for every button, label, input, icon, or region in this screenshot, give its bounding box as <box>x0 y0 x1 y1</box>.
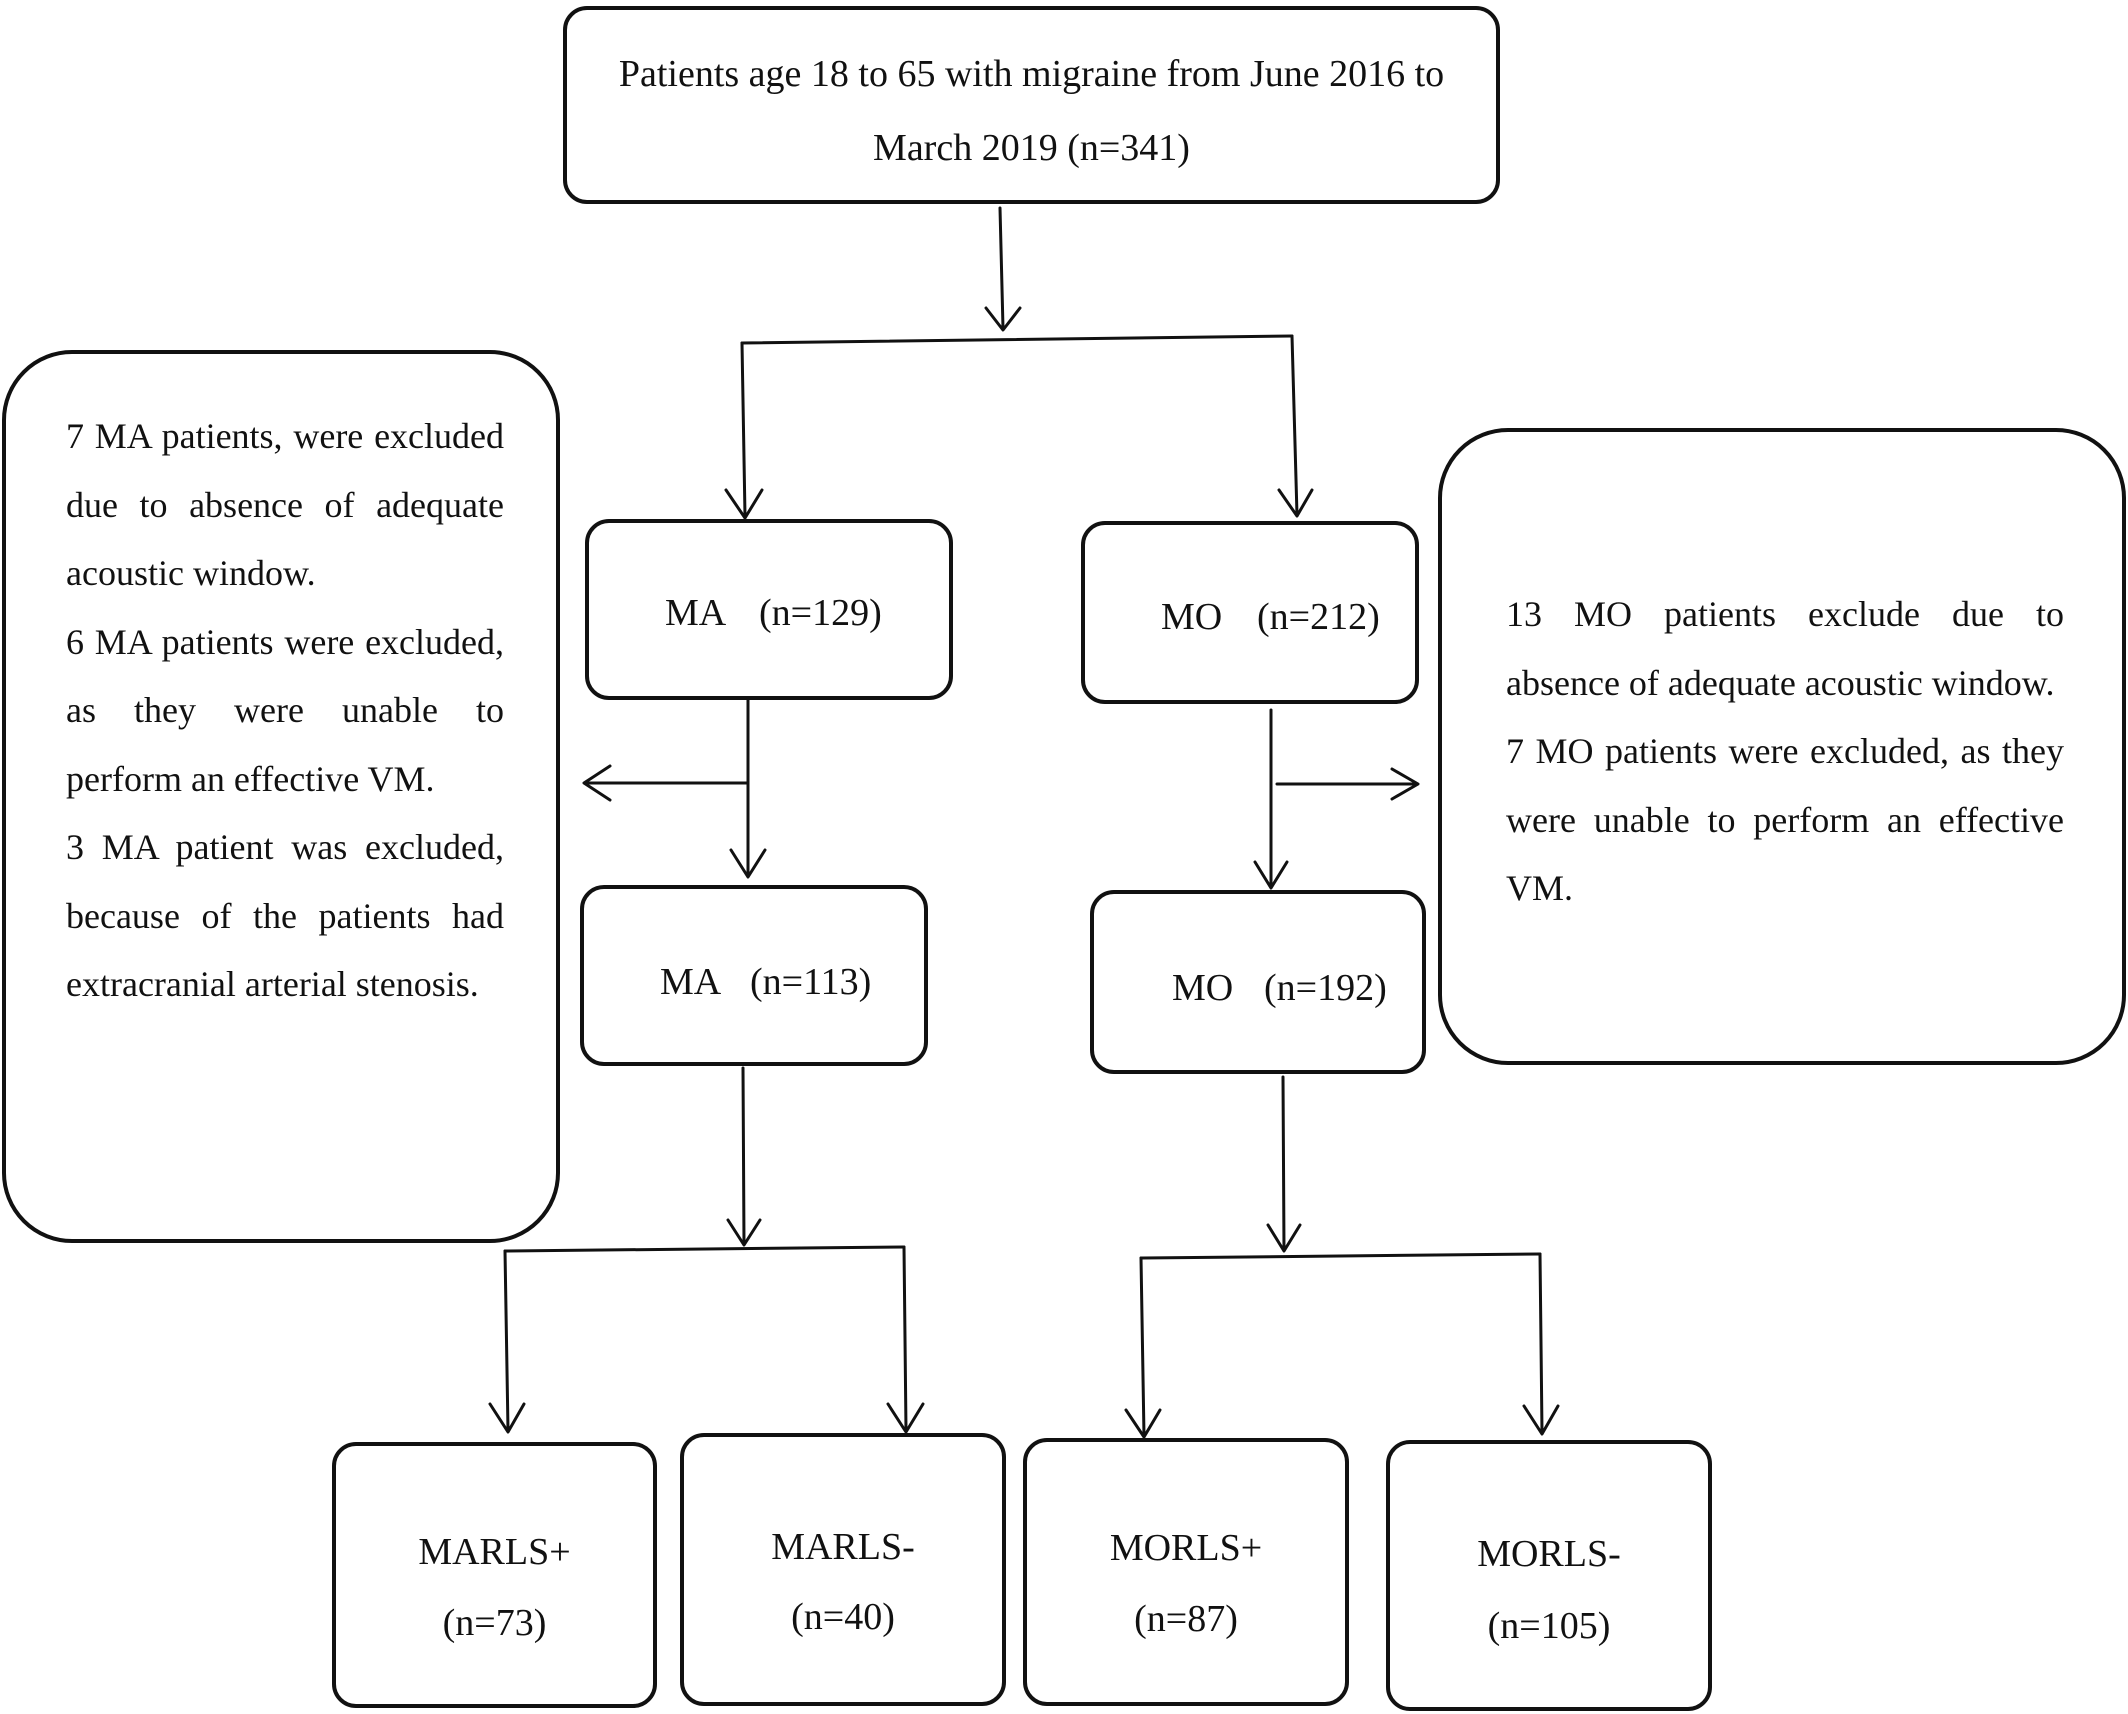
mo-final-count: (n=192) <box>1264 967 1387 1009</box>
arrow-to-ma <box>724 341 764 520</box>
outcome-box-morls-minus: MORLS- (n=105) <box>1386 1440 1712 1711</box>
split-line-mo <box>1139 1252 1542 1260</box>
mo-initial-box: MO (n=212) <box>1081 521 1419 704</box>
ma-exclusion-item: 3 MA patient was excluded, because of th… <box>66 827 504 1004</box>
mo-final-name: MO <box>1172 967 1234 1009</box>
outcome-count: (n=73) <box>442 1602 547 1644</box>
mo-initial-count: (n=212) <box>1257 596 1380 638</box>
outcome-name: MARLS- <box>771 1526 915 1568</box>
arrow-to-marls-minus <box>886 1245 925 1434</box>
arrow-to-marls-plus <box>488 1249 526 1434</box>
outcome-count: (n=87) <box>1134 1598 1238 1640</box>
arrow-to-mo <box>1277 334 1314 518</box>
arrow-mo-exclusion <box>1275 767 1420 801</box>
enrollment-box: Patients age 18 to 65 with migraine from… <box>563 6 1500 204</box>
arrow-mo1-to-mo2 <box>1253 708 1289 890</box>
arrow-ma1-to-ma2 <box>729 698 767 879</box>
outcome-name: MARLS+ <box>418 1531 571 1573</box>
split-line-ma <box>503 1245 906 1253</box>
mo-exclusion-item: 13 MO patients exclude due to absence of… <box>1506 594 2064 703</box>
outcome-box-marls-plus: MARLS+ (n=73) <box>332 1442 657 1708</box>
outcome-box-morls-plus: MORLS+ (n=87) <box>1023 1438 1349 1706</box>
mo-final-box: MO (n=192) <box>1090 890 1426 1074</box>
ma-exclusion-box: 7 MA patients, were excluded due to abse… <box>2 350 560 1243</box>
mo-exclusion-text: 13 MO patients exclude due to absence of… <box>1506 580 2064 923</box>
outcome-name: MORLS+ <box>1109 1527 1263 1569</box>
ma-initial-box: MA (n=129) <box>585 519 953 700</box>
arrow-ma-exclusion <box>582 764 750 802</box>
arrow-mo2-to-split <box>1266 1075 1302 1253</box>
outcome-name: MORLS- <box>1477 1533 1621 1575</box>
ma-initial-name: MA <box>665 592 727 634</box>
outcome-count: (n=40) <box>791 1596 895 1638</box>
arrow-to-morls-plus <box>1124 1256 1162 1439</box>
mo-exclusion-box: 13 MO patients exclude due to absence of… <box>1438 428 2126 1065</box>
outcome-count: (n=105) <box>1487 1605 1611 1647</box>
ma-final-count: (n=113) <box>750 961 872 1003</box>
ma-final-box: MA (n=113) <box>580 885 928 1066</box>
outcome-box-marls-minus: MARLS- (n=40) <box>680 1433 1006 1706</box>
ma-initial-count: (n=129) <box>759 592 882 634</box>
ma-exclusion-item: 7 MA patients, were excluded due to abse… <box>66 416 504 593</box>
ma-exclusion-text: 7 MA patients, were excluded due to abse… <box>66 402 504 1019</box>
mo-initial-name: MO <box>1161 596 1223 638</box>
ma-final-name: MA <box>660 961 722 1003</box>
enrollment-line-2: March 2019 (n=341) <box>873 127 1190 169</box>
ma-exclusion-item: 6 MA patients were excluded, as they wer… <box>66 621 504 799</box>
arrow-to-morls-minus <box>1522 1252 1560 1436</box>
enrollment-line-1: Patients age 18 to 65 with migraine from… <box>618 53 1445 95</box>
arrow-top-to-split <box>984 206 1022 332</box>
split-line-top <box>740 334 1294 345</box>
mo-exclusion-item: 7 MO patients were excluded, as they wer… <box>1506 731 2064 908</box>
arrow-ma2-to-split <box>726 1066 762 1247</box>
